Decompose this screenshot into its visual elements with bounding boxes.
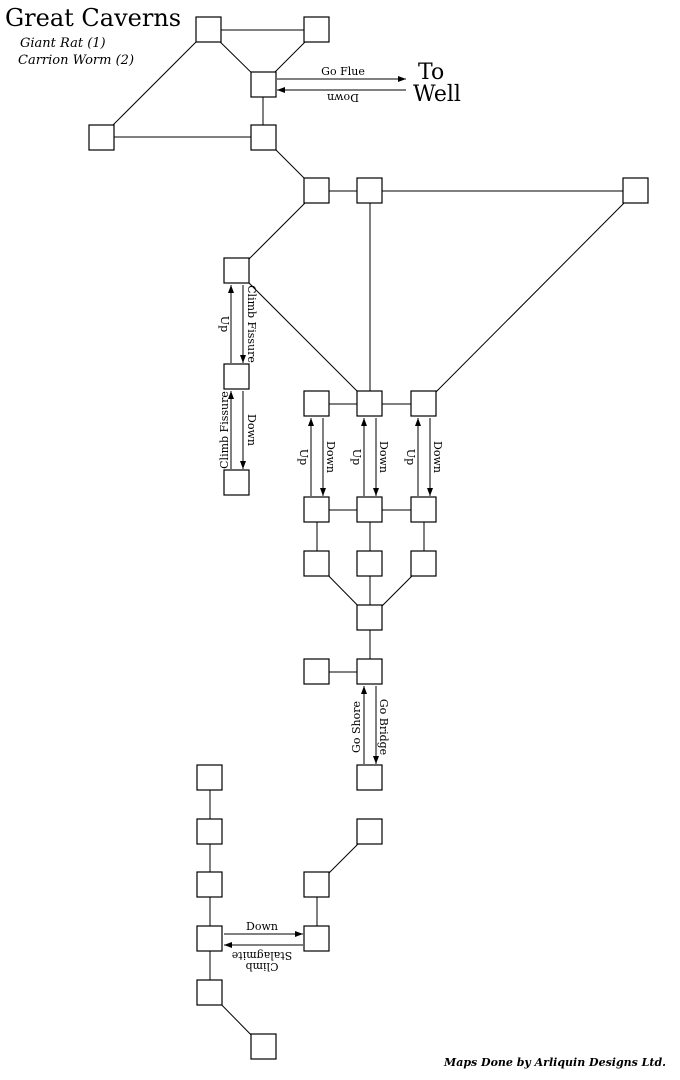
exit-label: Go Shore <box>350 701 363 753</box>
room[interactable] <box>622 177 649 204</box>
exit-label: Climb Fissure <box>245 285 258 363</box>
exit-label: Up <box>218 316 231 332</box>
room[interactable] <box>223 469 250 496</box>
room[interactable] <box>356 496 383 523</box>
room[interactable] <box>196 818 223 845</box>
exit-label: Down <box>246 920 278 933</box>
room[interactable] <box>303 871 330 898</box>
exit-label: Climb Fissure <box>218 391 231 469</box>
room[interactable] <box>303 177 330 204</box>
exit-label: Down <box>377 441 390 473</box>
room[interactable] <box>303 16 330 43</box>
exit-label: Climb <box>246 960 279 973</box>
exit-label: Stalagmite <box>232 949 293 962</box>
room[interactable] <box>303 496 330 523</box>
exit-label: Down <box>245 414 258 446</box>
room[interactable] <box>303 658 330 685</box>
room[interactable] <box>410 496 437 523</box>
room[interactable] <box>356 604 383 631</box>
exit-label: Up <box>297 449 310 465</box>
exit-label: Down <box>324 441 337 473</box>
monster-entry: Giant Rat (1) <box>20 36 106 51</box>
room[interactable] <box>303 550 330 577</box>
room[interactable] <box>303 925 330 952</box>
room[interactable] <box>356 764 383 791</box>
exit-label: Up <box>350 449 363 465</box>
exit-label: Up <box>404 449 417 465</box>
rooms <box>88 16 649 1060</box>
room[interactable] <box>223 363 250 390</box>
room[interactable] <box>250 1033 277 1060</box>
room[interactable] <box>303 390 330 417</box>
exit-destination: To <box>418 60 444 85</box>
room[interactable] <box>88 124 115 151</box>
room[interactable] <box>356 177 383 204</box>
map-title: Great Caverns <box>5 4 181 32</box>
exit-label: Go Flue <box>321 65 365 78</box>
room[interactable] <box>356 550 383 577</box>
room[interactable] <box>356 658 383 685</box>
room[interactable] <box>196 871 223 898</box>
room[interactable] <box>250 71 277 98</box>
room[interactable] <box>196 764 223 791</box>
exit-labels: Go Flue Down Up Climb Fissure Climb Fiss… <box>218 65 444 973</box>
room[interactable] <box>223 257 250 284</box>
monster-entry: Carrion Worm (2) <box>18 53 134 68</box>
room[interactable] <box>356 818 383 845</box>
room[interactable] <box>356 390 383 417</box>
room[interactable] <box>195 16 222 43</box>
exit-destination: Well <box>413 82 461 107</box>
room[interactable] <box>196 979 223 1006</box>
exit-label: Down <box>327 91 359 104</box>
exit-label: Down <box>431 441 444 473</box>
room[interactable] <box>196 925 223 952</box>
exit-label: Go Bridge <box>377 699 390 755</box>
room[interactable] <box>410 390 437 417</box>
exit-arrows <box>224 76 433 948</box>
map-credit: Maps Done by Arliquin Designs Ltd. <box>443 1056 666 1069</box>
room[interactable] <box>410 550 437 577</box>
room[interactable] <box>250 124 277 151</box>
